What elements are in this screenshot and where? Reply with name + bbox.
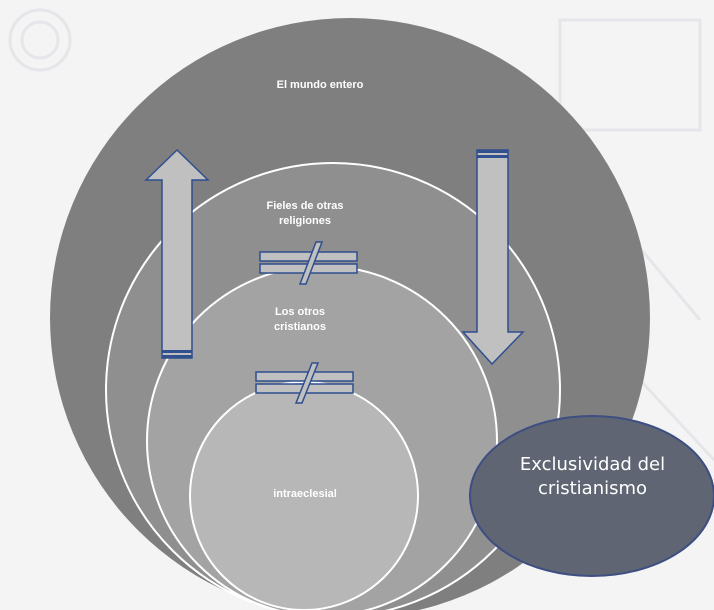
not-equal-icon-lower [255, 362, 354, 404]
up-arrow-icon [144, 148, 210, 359]
label-los-otros-cristianos: Los otros cristianos [274, 306, 326, 333]
callout-exclusividad: Exclusividad del cristianismo [519, 454, 666, 499]
not-equal-icon-upper [259, 241, 358, 285]
label-intraeclesial: intraeclesial [273, 488, 337, 500]
label-fieles-otras-religiones: Fieles de otras religiones [266, 200, 344, 227]
down-arrow-icon [461, 149, 525, 366]
callout-ellipse [469, 415, 714, 577]
label-el-mundo-entero: El mundo entero [276, 79, 364, 91]
